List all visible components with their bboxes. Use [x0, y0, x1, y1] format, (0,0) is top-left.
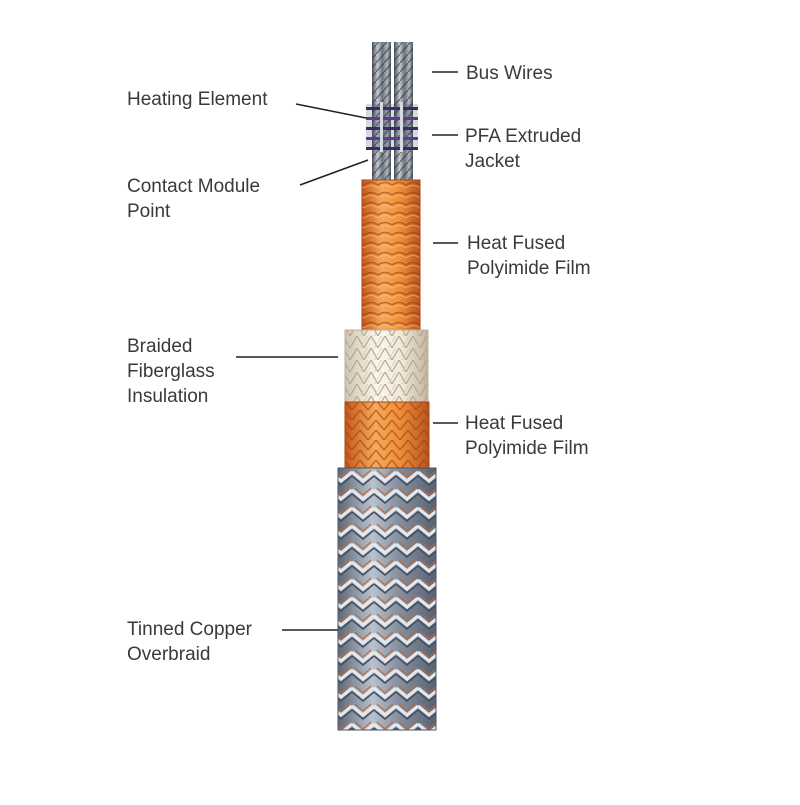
label-line: Insulation — [127, 386, 209, 407]
label-pfa-jacket: PFA Extruded Jacket — [465, 124, 581, 174]
label-line: Heat Fused — [465, 413, 564, 434]
label-fiberglass: Braided Fiberglass Insulation — [127, 334, 215, 409]
label-line: Heating Element — [127, 89, 268, 110]
label-polyimide-upper: Heat Fused Polyimide Film — [467, 231, 591, 281]
fiberglass-graphic — [344, 329, 429, 405]
bus-wires-graphic — [372, 42, 413, 190]
label-line: Braided — [127, 336, 193, 357]
leader-lines — [236, 71, 458, 631]
leader-heating-element — [295, 103, 367, 119]
label-line: Polyimide Film — [465, 438, 589, 459]
label-overbraid: Tinned Copper Overbraid — [127, 617, 252, 667]
label-line: Heat Fused — [467, 233, 566, 254]
leader-contact-module — [299, 159, 369, 186]
label-line: Overbraid — [127, 644, 211, 665]
lower-polyimide-graphic — [344, 401, 430, 471]
label-line: Tinned Copper — [127, 619, 252, 640]
upper-polyimide-graphic — [361, 179, 421, 331]
label-heating-element: Heating Element — [127, 87, 267, 112]
label-polyimide-lower: Heat Fused Polyimide Film — [465, 411, 589, 461]
label-line: Fiberglass — [127, 361, 215, 382]
heating-element-graphic — [366, 102, 418, 152]
label-bus-wires: Bus Wires — [466, 61, 553, 86]
label-line: Bus Wires — [466, 63, 553, 84]
label-line: Jacket — [465, 151, 520, 172]
label-line: Point — [127, 201, 171, 222]
label-line: Polyimide Film — [467, 258, 591, 279]
overbraid-graphic — [337, 467, 437, 731]
label-line: PFA Extruded — [465, 126, 582, 147]
label-contact-module: Contact Module Point — [127, 174, 260, 224]
label-line: Contact Module — [127, 176, 261, 197]
